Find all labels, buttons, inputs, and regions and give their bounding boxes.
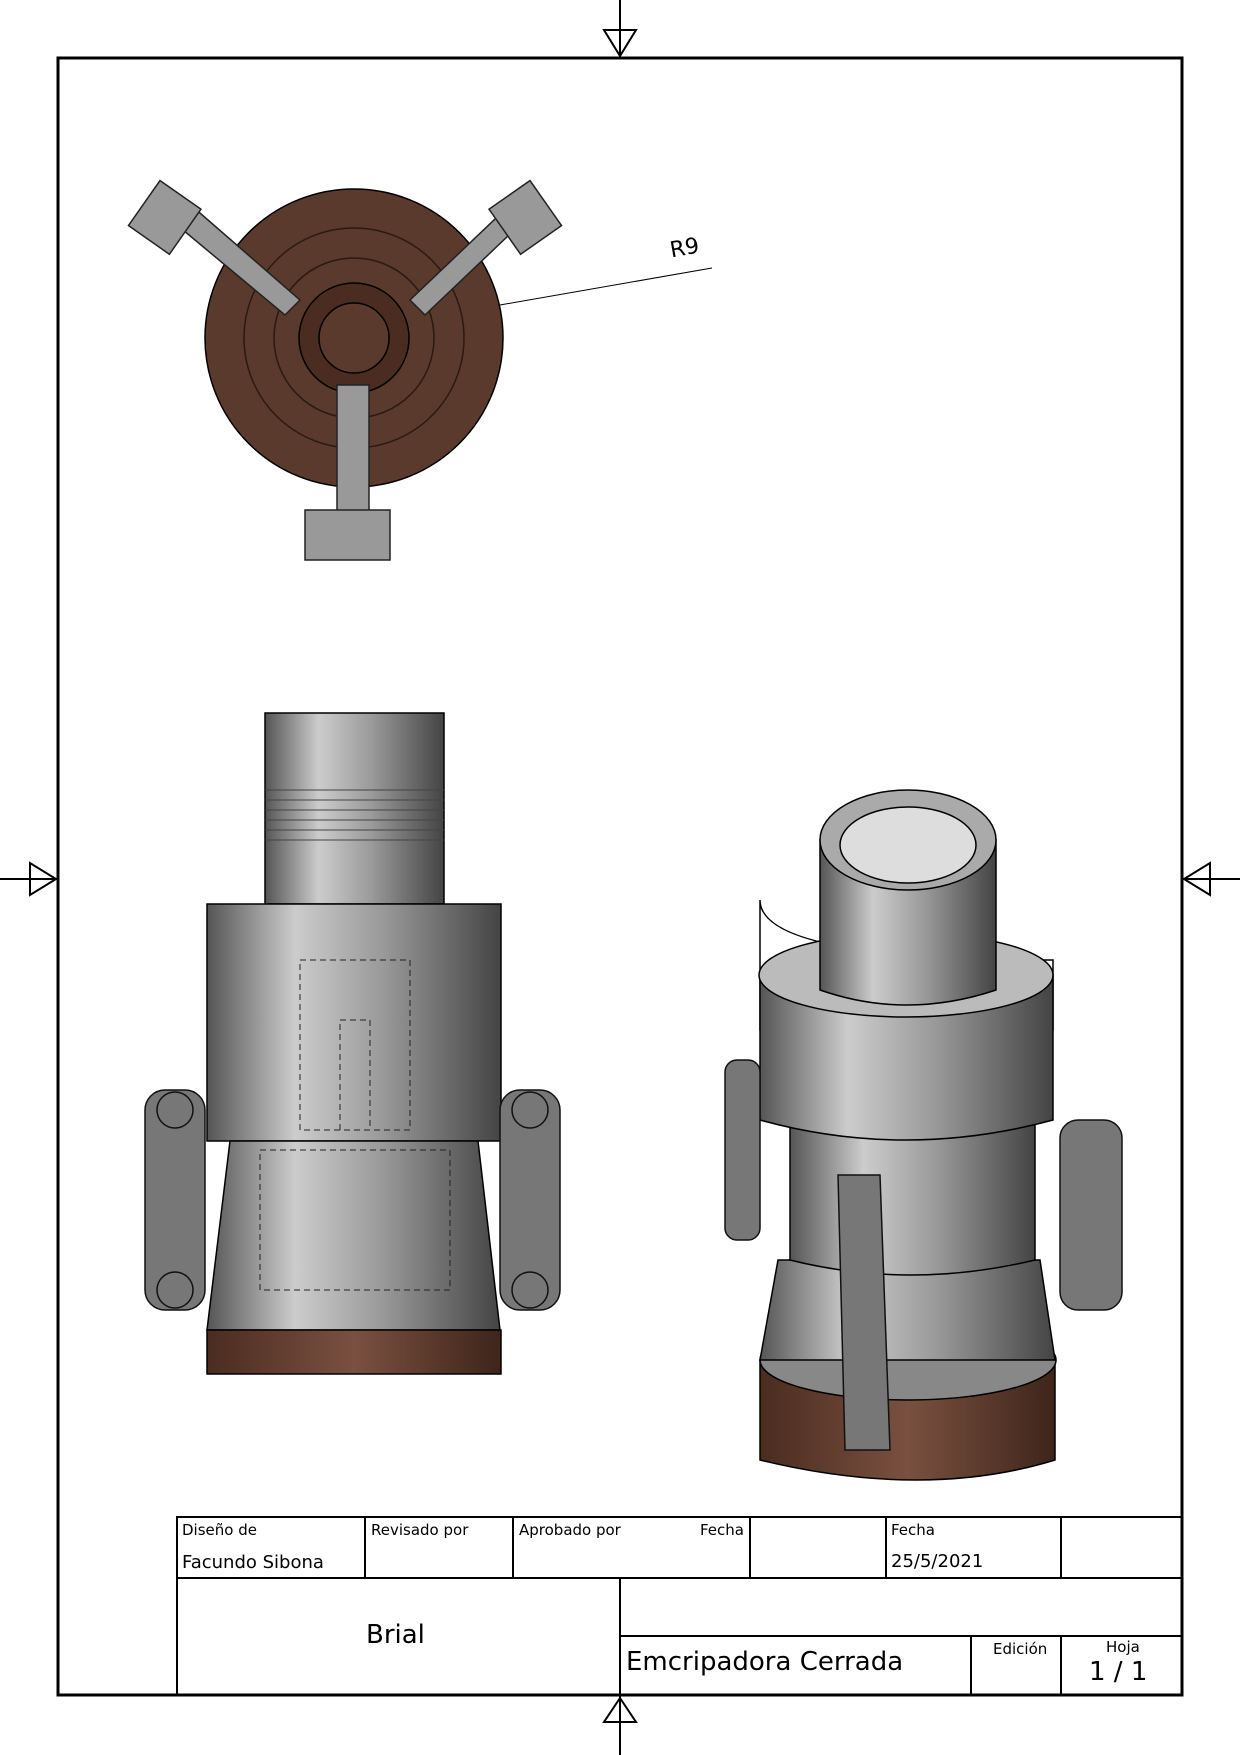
title-block-grid (176, 1516, 1183, 1696)
isometric-view (724, 789, 1123, 1481)
date-label-approval: Fecha (700, 1521, 744, 1539)
date-label: Fecha (891, 1521, 935, 1539)
company-name: Brial (366, 1620, 425, 1650)
drawing-title: Emcripadora Cerrada (626, 1647, 904, 1677)
sheet-label: Hoja (1106, 1638, 1140, 1656)
edition-label: Edición (993, 1640, 1048, 1658)
sheet-number: 1 / 1 (1089, 1657, 1148, 1687)
r9-leader (499, 267, 713, 306)
designed-by-value: Facundo Sibona (182, 1552, 324, 1573)
front-view (144, 712, 561, 1375)
top-view (127, 179, 713, 561)
approved-by-label: Aprobado por (519, 1521, 621, 1539)
reviewed-by-label: Revisado por (371, 1521, 469, 1539)
designed-by-label: Diseño de (182, 1521, 257, 1539)
date-value: 25/5/2021 (891, 1551, 984, 1572)
dimension-label-r9: R9 (668, 233, 702, 264)
